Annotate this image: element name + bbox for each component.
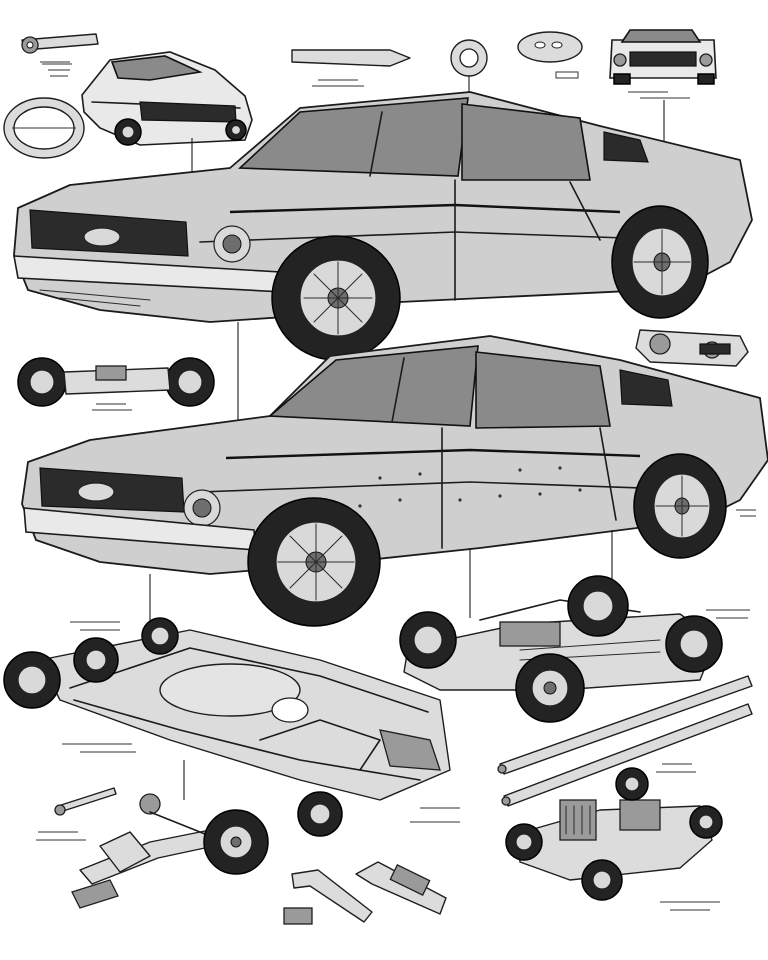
engine-chassis-small <box>505 763 723 911</box>
shock-absorber-part <box>355 861 447 915</box>
annotation-scribbles <box>40 61 756 517</box>
wheel-front-lower <box>247 497 381 627</box>
torsion-rods <box>497 675 753 807</box>
tie-rod-part <box>54 787 117 816</box>
ring-gasket-part <box>3 97 85 159</box>
steering-gear-part <box>635 329 749 367</box>
front-view-car-part <box>609 29 717 160</box>
wheel-front-upper <box>271 235 401 361</box>
wrench-part <box>21 33 99 54</box>
fastback-car-lower <box>21 335 768 627</box>
chassis-frame <box>3 617 460 837</box>
ring-washer-part <box>450 39 488 92</box>
rolling-chassis <box>399 575 750 723</box>
bracket-part <box>283 869 373 925</box>
axle-assembly-left <box>17 357 215 411</box>
wheel-rear-upper <box>611 205 709 319</box>
pointer-part <box>291 49 411 87</box>
fastback-car-upper <box>13 91 753 420</box>
wheel-rear-lower <box>633 453 727 559</box>
small-car-top-left <box>42 51 253 178</box>
front-suspension-part <box>36 760 269 909</box>
gear-disc-part <box>517 31 583 79</box>
